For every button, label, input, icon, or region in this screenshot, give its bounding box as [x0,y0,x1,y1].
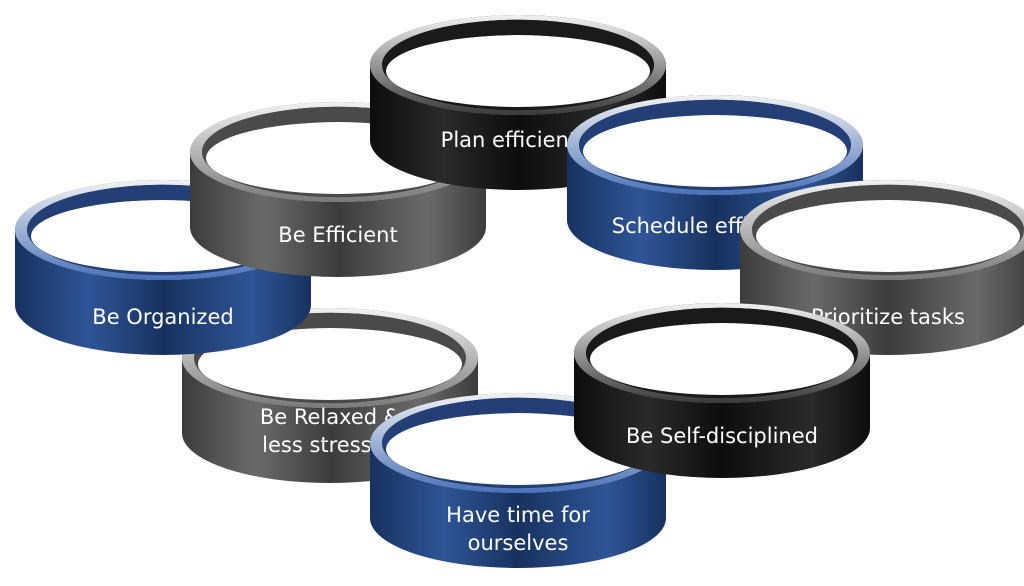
ring-band [190,152,486,277]
ring-plan-efficiently: Plan efficiently [370,15,666,190]
ring-schedule-efficiently: Schedule efficiently [567,95,863,270]
ring-label-line: Be Self-disciplined [626,424,818,448]
ring-opening [386,35,650,107]
ring-label-line: ourselves [468,531,569,555]
ring-band [15,230,311,355]
ring-label-line: Be Relaxed & [260,405,400,429]
ring-inner-wall [586,307,858,359]
ring-opening [590,323,854,395]
ring-inner-wall [752,184,1024,236]
ring-be-self-disciplined: Be Self-disciplined [574,303,870,478]
ring-inner-wall [382,19,654,71]
ring-inner-wall [579,99,851,151]
ring-label-line: Be Organized [92,305,233,329]
ring-opening [198,328,462,400]
ring-opening [583,115,847,187]
ring-band [370,443,666,568]
ring-opening [756,200,1020,272]
ring-label-line: Be Efficient [278,223,397,247]
ring-label-line: Have time for [446,503,590,527]
ring-band [574,353,870,478]
